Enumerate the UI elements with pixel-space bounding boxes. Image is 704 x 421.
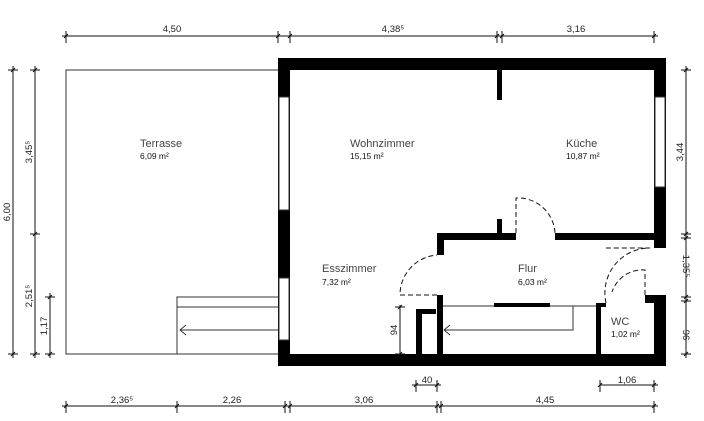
dim-bottom-small: 1,06 [618,375,637,386]
kitchen-door [515,197,556,234]
dimension-labels: 4,50 4,38⁵ 3,16 2,36⁵ 2,26 3,06 4,45 40 … [2,24,691,406]
room-name: Esszimmer [322,263,377,275]
dimension-tick [10,351,16,357]
dim-bottom-small: 40 [422,375,433,386]
dim-left: 2,51⁵ [24,285,35,307]
dimension-tick [47,294,53,300]
wc-door [604,247,651,304]
dimension-tick [397,304,403,310]
dim-right: 1,35⁵ [680,255,691,277]
dim-bottom: 2,26 [223,395,242,406]
dim-top: 4,38⁵ [382,24,404,35]
dimension-tick [47,351,53,357]
window [654,96,666,188]
room-name: WC [611,316,629,328]
windows [278,96,666,341]
dimension-tick [63,403,69,409]
dimension-tick [32,67,38,73]
dimension-tick [683,231,689,237]
dim-left-outer: 6,00 [2,203,13,222]
dimension-tick [63,33,69,39]
room-terrasse: Terrasse 6,09 m² [140,138,182,161]
dimension-tick [499,33,505,39]
dimension-tick [10,67,16,73]
room-name: Küche [566,138,597,150]
dim-left: 3,45⁵ [24,141,35,163]
dimension-tick [287,403,293,409]
terrace [65,69,278,355]
dim-left-inner: 1,17 [39,317,50,336]
dimension-tick [597,382,603,388]
dimension-tick [434,382,440,388]
dimension-tick [683,294,689,300]
dim-top: 4,50 [163,24,182,35]
dimension-tick [683,235,689,241]
dimension-tick [651,382,657,388]
dimension-tick [174,403,180,409]
room-flur: Flur 6,03 m² [518,263,547,287]
dimension-tick [651,33,657,39]
dimension-tick [651,403,657,409]
room-area: 6,09 m² [140,151,169,161]
exterior-walls [278,58,666,366]
room-esszimmer: Esszimmer 7,32 m² [322,263,377,287]
dimension-tick [282,403,288,409]
dimension-lines [8,31,691,413]
dimension-tick [683,67,689,73]
dim-bottom: 4,45 [536,395,555,406]
hall-stairs [443,303,596,336]
dining-door [399,254,438,296]
dimension-tick [434,403,440,409]
room-area: 15,15 m² [350,151,384,161]
room-wc: WC 1,02 m² [611,316,640,339]
dim-bottom: 2,36⁵ [111,395,133,406]
dimension-tick [32,351,38,357]
wc-door-2 [611,269,646,295]
dim-right: 96 [680,330,691,341]
room-name: Flur [518,263,537,275]
dimension-tick [32,231,38,237]
interior-walls [416,70,654,354]
dimension-tick [413,382,419,388]
room-wohnzimmer: Wohnzimmer 15,15 m² [350,138,415,161]
dimension-tick [438,403,444,409]
dim-bottom: 3,06 [355,395,374,406]
room-area: 10,87 m² [566,151,600,161]
window [278,96,290,211]
dim-stair-height: 94 [389,325,400,336]
dimension-tick [683,351,689,357]
dimension-tick [494,33,500,39]
dim-right: 3,44 [675,143,686,162]
dimension-tick [275,33,281,39]
room-name: Wohnzimmer [350,138,415,150]
dimension-tick [683,298,689,304]
dimension-tick [397,351,403,357]
window [278,277,290,341]
room-kueche: Küche 10,87 m² [566,138,600,161]
dimension-tick [287,33,293,39]
room-area: 1,02 m² [611,329,640,339]
doors [399,197,651,304]
room-name: Terrasse [140,138,182,150]
room-area: 7,32 m² [322,277,351,287]
terrace-stairs [176,296,278,354]
room-area: 6,03 m² [518,277,547,287]
dim-top: 3,16 [567,24,586,35]
